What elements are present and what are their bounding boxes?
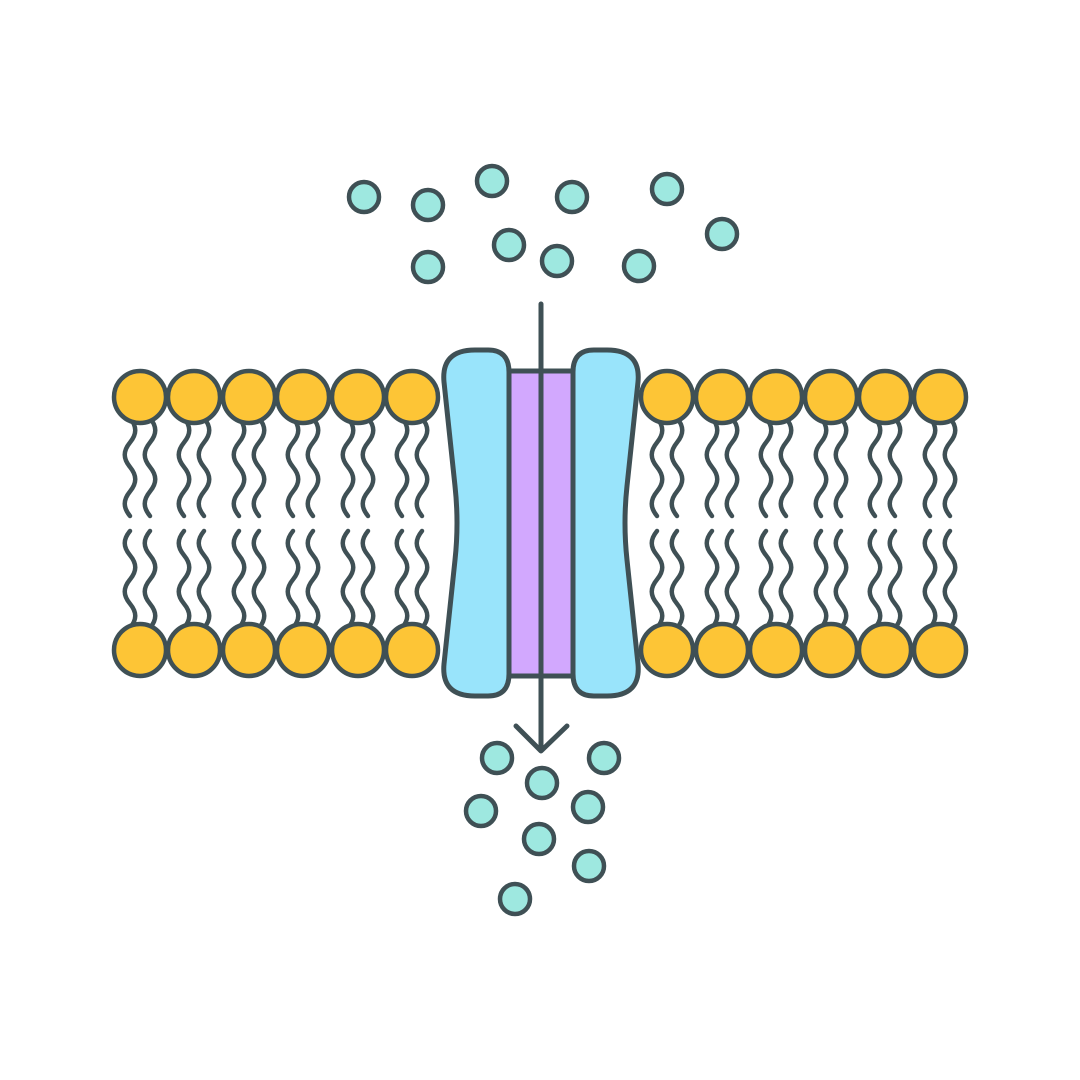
lipid-tail [778,415,794,519]
lipid-tail [142,415,158,519]
lipid-head [274,368,332,426]
lipid-head [220,368,278,426]
lipid-tail [196,528,212,631]
channel-protein-right-subunit [570,347,641,699]
lipid-tail [251,528,267,631]
lipid-tail [360,415,376,519]
lipid-head [856,368,914,426]
lipid-tail [414,528,430,631]
solute-molecules [346,163,740,917]
arrow-head [513,723,570,754]
lipid-tail [231,415,247,519]
solute-molecule [497,881,533,917]
lipid-tail [176,528,192,631]
lipid-head [383,621,441,679]
lipid-tail [142,528,158,631]
lipid-tail [813,415,829,519]
lipid-tail [649,415,665,519]
solute-molecule [571,848,607,884]
lipid-head [693,368,751,426]
lipid-tail [285,528,301,631]
lipid-heads [111,368,969,679]
lipid-tail [414,415,430,519]
lipid-tail [758,528,774,631]
lipid-head [274,621,332,679]
lipid-tail [724,415,740,519]
solute-molecule [491,227,527,263]
lipid-head [911,621,969,679]
lipid-head [802,368,860,426]
lipid-head [802,621,860,679]
lipid-head [911,368,969,426]
lipid-head [111,621,169,679]
lipid-tail [922,415,938,519]
solute-molecule [554,179,590,215]
lipid-tail [669,415,685,519]
arrow-down-icon [513,301,570,754]
lipid-tail [887,528,903,631]
lipid-tail [122,528,138,631]
lipid-tail [833,415,849,519]
lipid-head [165,368,223,426]
lipid-tail [867,415,883,519]
solute-molecule [539,243,575,279]
solute-molecule [649,171,685,207]
solute-molecule [479,740,515,776]
lipid-tail [867,528,883,631]
lipid-tail [704,415,720,519]
solute-molecule [474,163,510,199]
lipid-tail [833,528,849,631]
lipid-head [856,621,914,679]
lipid-tail [305,415,321,519]
lipid-tail [887,415,903,519]
lipid-tail [360,528,376,631]
lipid-tail [724,528,740,631]
lipid-tail [942,528,958,631]
solute-molecule [410,249,446,285]
lipid-tail [196,415,212,519]
lipid-tail [813,528,829,631]
lipid-tail [942,415,958,519]
solute-molecule [521,821,557,857]
lipid-tail [704,528,720,631]
lipid-head [747,368,805,426]
lipid-head [747,621,805,679]
lipid-tail [305,528,321,631]
lipid-head [383,368,441,426]
solute-molecule [346,179,382,215]
lipid-head [165,621,223,679]
lipid-tail [122,415,138,519]
solute-molecule [463,793,499,829]
lipid-head [693,621,751,679]
lipid-head [329,621,387,679]
lipid-tail [669,528,685,631]
lipid-tail [394,415,410,519]
lipid-tail [176,415,192,519]
lipid-tail [922,528,938,631]
solute-molecule [704,216,740,252]
lipid-tail [251,415,267,519]
lipid-tails [122,415,958,631]
solute-molecule [586,740,622,776]
lipid-tail [231,528,247,631]
lipid-tail [778,528,794,631]
lipid-tail [649,528,665,631]
lipid-head [638,368,696,426]
lipid-head [220,621,278,679]
lipid-head [638,621,696,679]
lipid-tail [758,415,774,519]
lipid-tail [394,528,410,631]
solute-molecule [570,789,606,825]
lipid-head [329,368,387,426]
lipid-head [111,368,169,426]
solute-molecule [524,765,560,801]
lipid-tail [285,415,301,519]
solute-molecule [621,248,657,284]
solute-molecule [410,187,446,223]
lipid-tail [340,415,356,519]
lipid-tail [340,528,356,631]
channel-protein-left-subunit [441,347,512,699]
